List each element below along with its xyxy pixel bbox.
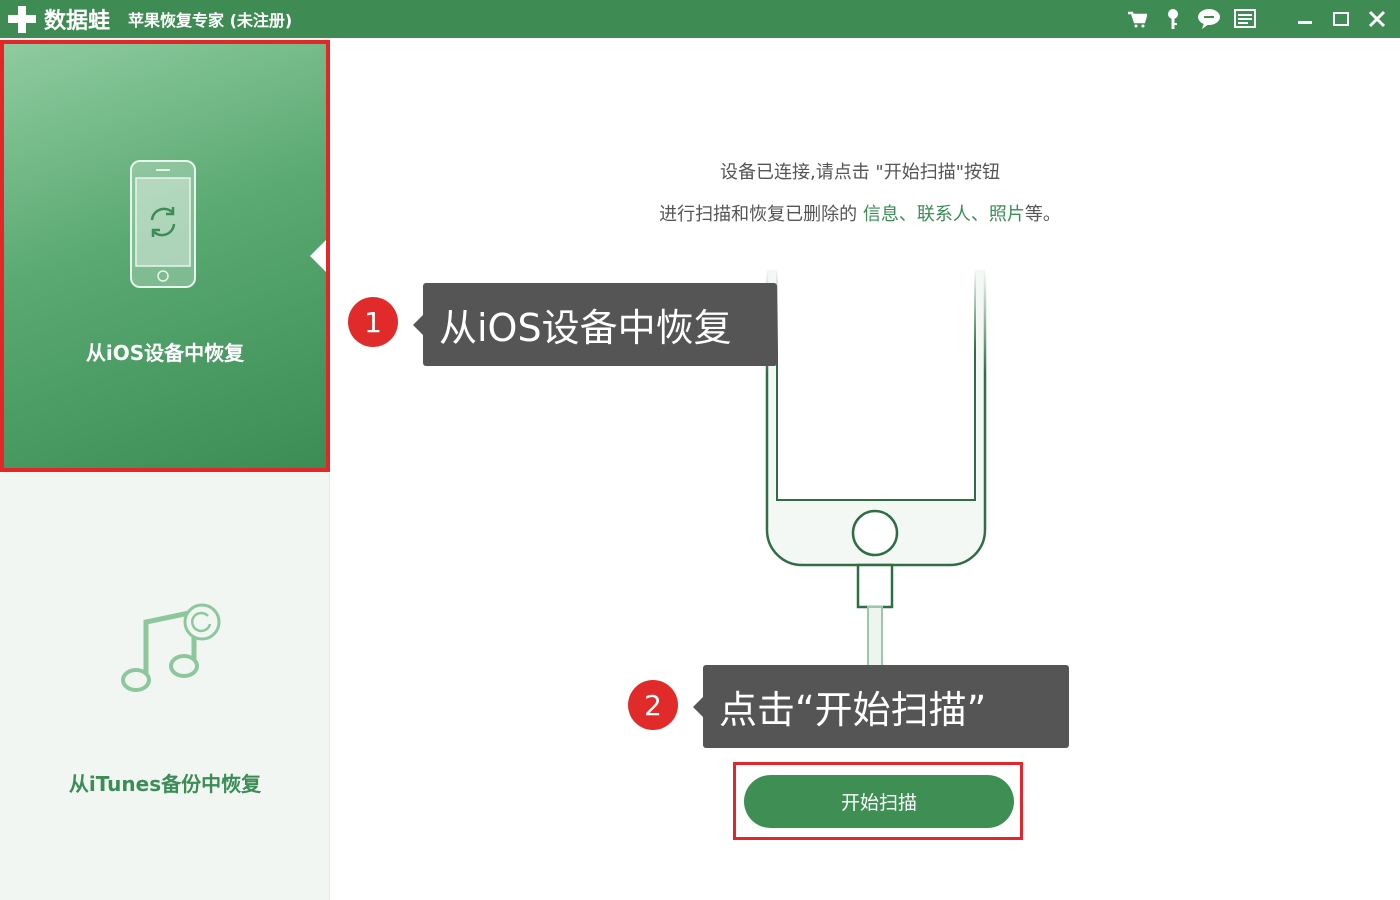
brand-name: 数据蛙: [44, 9, 111, 34]
menu-icon[interactable]: [1232, 6, 1258, 32]
sidebar-item-ios-device[interactable]: 从iOS设备中恢复: [0, 40, 330, 472]
step-badge-2: 2: [628, 680, 678, 730]
annotation-callout-2: 点击“开始扫描”: [693, 665, 1069, 748]
sidebar-item-itunes-backup[interactable]: 从iTunes备份中恢复: [0, 474, 330, 900]
app-title: 苹果恢复专家 (未注册): [128, 11, 293, 30]
maximize-icon[interactable]: [1328, 6, 1354, 32]
step-badge-1: 1: [348, 297, 398, 347]
minimize-icon[interactable]: [1292, 6, 1318, 32]
sidebar-item-label: 从iTunes备份中恢复: [68, 772, 262, 796]
instruction-line-2: 进行扫描和恢复已删除的 信息、联系人、照片等。: [560, 200, 1160, 226]
instruction-text: 进行扫描和恢复已删除的: [659, 204, 863, 225]
annotation-callout-1: 从iOS设备中恢复: [413, 283, 777, 366]
cart-icon[interactable]: [1124, 6, 1150, 32]
iphone-refresh-icon: [130, 160, 196, 288]
title-bar: 数据蛙 苹果恢复专家 (未注册): [0, 0, 1400, 38]
scan-button-highlight: 开始扫描: [733, 762, 1023, 840]
spacer: [1268, 6, 1282, 32]
sidebar: 从iOS设备中恢复 从iTunes备份中恢复: [0, 38, 330, 900]
instruction-line-1: 设备已连接,请点击 "开始扫描"按钮: [719, 162, 1000, 183]
close-icon[interactable]: [1364, 6, 1390, 32]
logo: 数据蛙: [6, 3, 110, 35]
selected-indicator: [310, 240, 326, 272]
instruction-suffix: 等。: [1024, 204, 1061, 225]
key-icon[interactable]: [1160, 6, 1186, 32]
plus-logo-icon: [8, 6, 36, 33]
connected-iphone-illustration: [765, 270, 987, 678]
data-types: 信息、联系人、照片: [862, 204, 1025, 225]
chat-icon[interactable]: [1196, 6, 1222, 32]
music-note-refresh-icon: [121, 603, 221, 692]
sidebar-item-label: 从iOS设备中恢复: [85, 341, 245, 365]
start-scan-button[interactable]: 开始扫描: [744, 775, 1014, 828]
